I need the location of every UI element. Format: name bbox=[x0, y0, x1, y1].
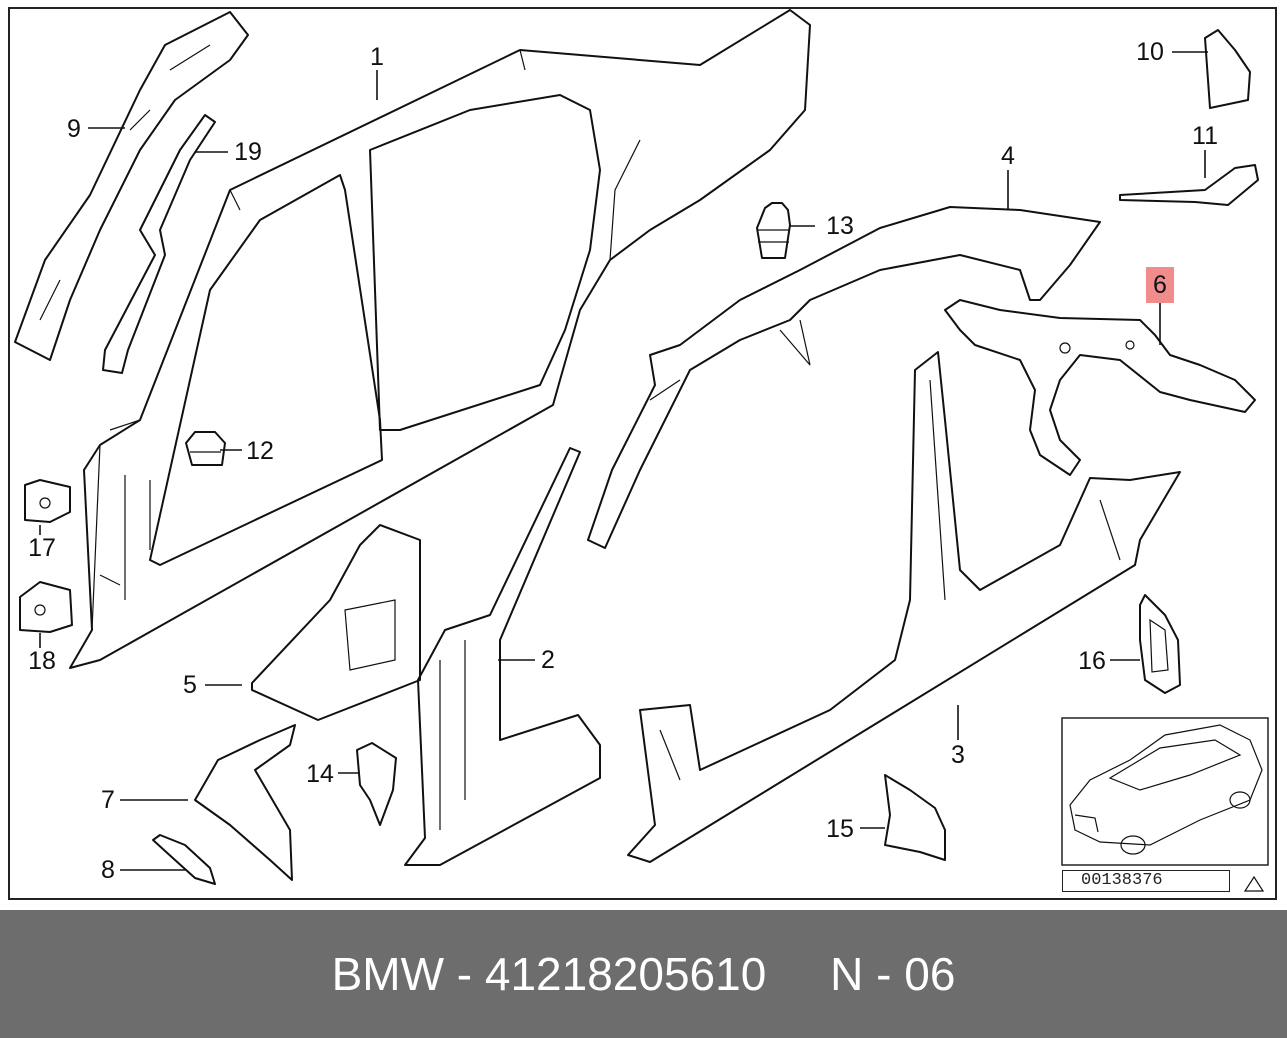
callout-1: 1 bbox=[370, 43, 384, 71]
part-19-seal-strip bbox=[102, 114, 216, 374]
part-1-side-frame bbox=[69, 9, 811, 669]
footer-bar: BMW - 41218205610 N - 06 bbox=[0, 910, 1287, 1038]
callout-3: 3 bbox=[951, 741, 965, 769]
part-7-panel bbox=[194, 724, 296, 881]
part-17-bracket bbox=[24, 479, 71, 523]
callout-9: 9 bbox=[67, 115, 81, 143]
part-3-side-sill bbox=[627, 351, 1181, 863]
callout-19: 19 bbox=[234, 138, 262, 166]
part-11-rail bbox=[1119, 164, 1259, 206]
callout-5: 5 bbox=[183, 671, 197, 699]
diagram-reference-number: 00138376 bbox=[1062, 870, 1230, 892]
part-6-wheel-arch-panel bbox=[944, 299, 1256, 476]
callout-8: 8 bbox=[101, 856, 115, 884]
callout-7: 7 bbox=[101, 786, 115, 814]
callout-15: 15 bbox=[826, 815, 854, 843]
part-2-pillar-lower bbox=[404, 447, 601, 866]
callout-14: 14 bbox=[306, 760, 334, 788]
warning-triangle-icon bbox=[1243, 875, 1265, 892]
leader-lines bbox=[39, 51, 1208, 871]
part-13-clip bbox=[756, 202, 791, 259]
part-10-bracket bbox=[1204, 29, 1251, 109]
callout-11: 11 bbox=[1192, 122, 1218, 150]
exploded-body-panel-diagram: 1 2 3 4 5 6 7 8 9 10 11 12 13 14 15 16 1… bbox=[14, 9, 1269, 892]
part-4-roof-arch bbox=[587, 206, 1101, 549]
callout-2: 2 bbox=[541, 646, 555, 674]
callout-16: 16 bbox=[1078, 647, 1106, 675]
callout-17: 17 bbox=[28, 534, 56, 562]
part-18-bracket bbox=[19, 581, 73, 633]
callout-6: 6 bbox=[1153, 271, 1167, 299]
vehicle-inset-thumbnail bbox=[1061, 717, 1269, 866]
part-9-pillar-reinforcement bbox=[14, 11, 249, 361]
part-14-bracket bbox=[356, 742, 397, 826]
part-5-inner-panel bbox=[251, 524, 421, 721]
callout-4: 4 bbox=[1001, 142, 1015, 170]
callout-6-highlight bbox=[1146, 267, 1174, 303]
part-15-bracket bbox=[884, 774, 946, 861]
part-12-nut bbox=[185, 431, 226, 466]
part-8-bracket bbox=[152, 834, 216, 885]
callout-10: 10 bbox=[1136, 38, 1164, 66]
callout-18: 18 bbox=[28, 647, 56, 675]
part-16-bracket bbox=[1139, 594, 1181, 694]
callout-numbers: 1 2 3 4 5 6 7 8 9 10 11 12 13 14 15 16 1… bbox=[28, 38, 1218, 884]
part-number-caption: BMW - 41218205610 N - 06 bbox=[331, 948, 956, 1000]
callout-12: 12 bbox=[246, 437, 274, 465]
callout-13: 13 bbox=[826, 212, 854, 240]
